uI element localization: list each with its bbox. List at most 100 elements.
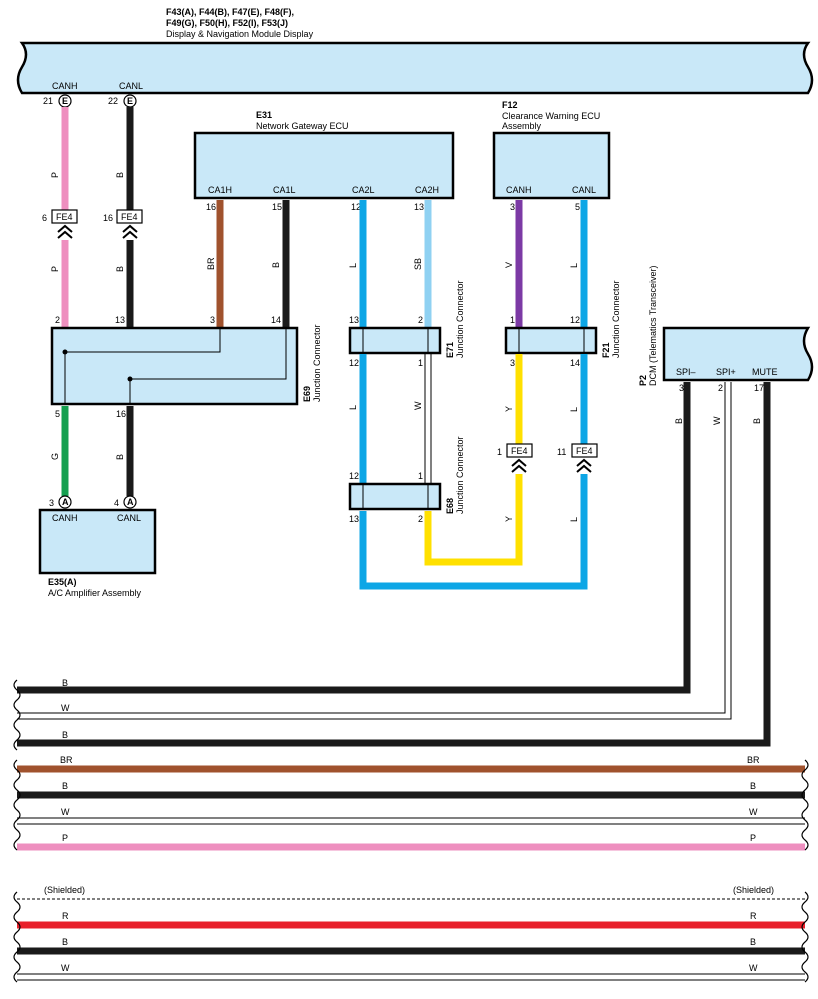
dcm-pin-num: 2 <box>718 383 723 393</box>
wire-label: B <box>674 418 684 424</box>
wire-label: B <box>271 262 281 268</box>
connector-chevron-icon <box>122 224 138 239</box>
amp-pin-letter: A <box>62 497 69 507</box>
gateway-ecu-box <box>193 131 455 200</box>
f21-pin: 12 <box>570 315 580 325</box>
harness-label-right: R <box>750 911 757 921</box>
dcm-box <box>662 326 814 382</box>
inline-label: FE4 <box>511 446 528 456</box>
dcm-pin-label: SPI+ <box>716 367 736 377</box>
gw-pin-num: 13 <box>414 202 424 212</box>
clearance-code: F12 <box>502 100 518 110</box>
f21-pin: 3 <box>510 358 515 368</box>
display-pin-canh-label: CANH <box>52 81 78 91</box>
wire-yellow <box>424 474 523 566</box>
e69-pin: 3 <box>210 315 215 325</box>
display-pin-21: 21 <box>43 96 53 106</box>
e69-pin: 16 <box>116 409 126 419</box>
harness-label-left: BR <box>60 755 73 765</box>
harness-label-left: B <box>62 730 68 740</box>
wire-label: W <box>712 416 722 425</box>
clr-pin-num: 3 <box>510 202 515 212</box>
f21-code: F21 <box>601 342 611 358</box>
e71-pin: 1 <box>418 358 423 368</box>
inline-label: FE4 <box>56 212 73 222</box>
harness-label-left: W <box>61 963 70 973</box>
wire-label: W <box>413 401 423 410</box>
wire-label: B <box>115 266 125 272</box>
inline-connector-box <box>51 209 78 224</box>
harness-label-right: BR <box>747 755 760 765</box>
junction-internal-line <box>129 328 287 404</box>
wire-label: BR <box>206 257 216 270</box>
harness-label-left: W <box>61 703 70 713</box>
display-pin-canl-label: CANL <box>119 81 143 91</box>
junction-e71-box <box>348 326 442 355</box>
wire-label: SB <box>413 258 423 270</box>
connector-chevron-icon <box>576 458 592 473</box>
junction-e69-box <box>50 326 299 406</box>
wire-label: L <box>569 517 579 522</box>
inline-connector-box <box>571 443 598 458</box>
amp-pin-num: 4 <box>114 498 119 508</box>
ac-amplifier-box <box>38 508 157 575</box>
wire-label: L <box>348 263 358 268</box>
display-codes-line1: F43(A), F44(B), F47(E), F48(F), <box>166 7 294 17</box>
dcm-code: P2 <box>638 375 648 386</box>
amp-code: E35(A) <box>48 577 77 587</box>
dcm-name: DCM (Telematics Transceiver) <box>648 265 658 386</box>
harness-label-right: W <box>749 963 758 973</box>
wire-label: L <box>569 407 579 412</box>
wire-label: Y <box>504 516 514 522</box>
harness-label-left: W <box>61 807 70 817</box>
e68-pin: 12 <box>349 471 359 481</box>
wire-label: L <box>348 405 358 410</box>
wire-label: P <box>50 172 60 178</box>
junction-f21-box <box>504 326 598 355</box>
wire-black <box>17 382 691 694</box>
clr-pin-num: 5 <box>575 202 580 212</box>
harness-label-right: W <box>749 807 758 817</box>
break-markers-right <box>801 759 809 983</box>
dcm-pin-num: 3 <box>679 383 684 393</box>
display-pin-22: 22 <box>108 96 118 106</box>
e71-pin: 12 <box>349 358 359 368</box>
junction-internal-line <box>64 328 221 404</box>
e68-pin: 1 <box>418 471 423 481</box>
gateway-name: Network Gateway ECU <box>256 121 349 131</box>
display-module-box <box>16 41 814 95</box>
dcm-pin-label: SPI– <box>676 367 696 377</box>
e69-pin: 14 <box>271 315 281 325</box>
break-markers-left <box>13 679 21 983</box>
e69-pin: 13 <box>115 315 125 325</box>
gw-pin-label: CA1H <box>208 185 232 195</box>
inline-label: FE4 <box>121 212 138 222</box>
wire-label: V <box>504 262 514 268</box>
e69-pin: 2 <box>55 315 60 325</box>
clr-pin-label: CANL <box>572 185 596 195</box>
junction-e68-box <box>348 482 442 511</box>
connector-chevron-icon <box>511 458 527 473</box>
inline-num: 16 <box>103 213 113 223</box>
f21-name: Junction Connector <box>611 280 621 358</box>
display-codes-line2: F49(G), F50(H), F52(I), F53(J) <box>166 18 288 28</box>
e69-name: Junction Connector <box>312 324 322 402</box>
e71-pin: 13 <box>349 315 359 325</box>
display-pin-letter-e1: E <box>62 96 68 106</box>
wire-label: B <box>115 172 125 178</box>
clearance-ecu-box <box>492 131 611 200</box>
gw-pin-label: CA2L <box>352 185 375 195</box>
harness-label-right: B <box>750 781 756 791</box>
wire-white <box>17 382 726 714</box>
connector-a-circle <box>58 495 72 509</box>
harness-label-left: B <box>62 678 68 688</box>
harness-label-left: B <box>62 781 68 791</box>
amp-pin-label: CANL <box>117 513 141 523</box>
inline-label: FE4 <box>576 446 593 456</box>
gw-pin-num: 12 <box>351 202 361 212</box>
splice-dot <box>127 376 133 382</box>
e69-code: E69 <box>302 386 312 402</box>
connector-a-circle <box>123 495 137 509</box>
harness-label-right: P <box>750 833 756 843</box>
